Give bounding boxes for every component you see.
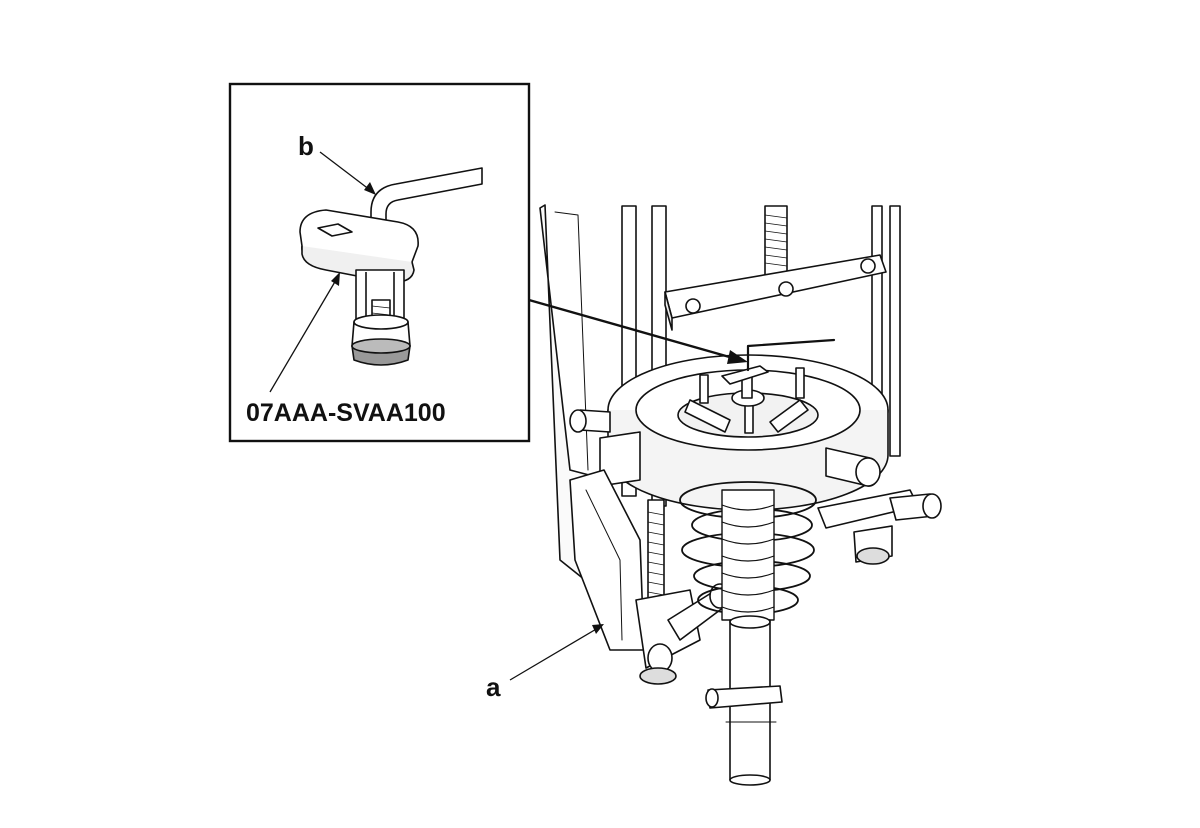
hex-wrench (370, 167, 483, 296)
inset-pointer-arrow (528, 298, 748, 364)
special-tool (299, 209, 419, 366)
callout-b-leader (319, 151, 376, 195)
callout-a-label: a (486, 672, 501, 702)
tool-number-leader (269, 272, 340, 393)
spring-compressor (539, 204, 942, 786)
callout-a-leader (509, 624, 604, 681)
callout-b-label: b (298, 131, 314, 161)
detail-inset: b 07AAA-SVAA100 (228, 82, 531, 443)
tool-number-label: 07AAA-SVAA100 (246, 399, 446, 427)
